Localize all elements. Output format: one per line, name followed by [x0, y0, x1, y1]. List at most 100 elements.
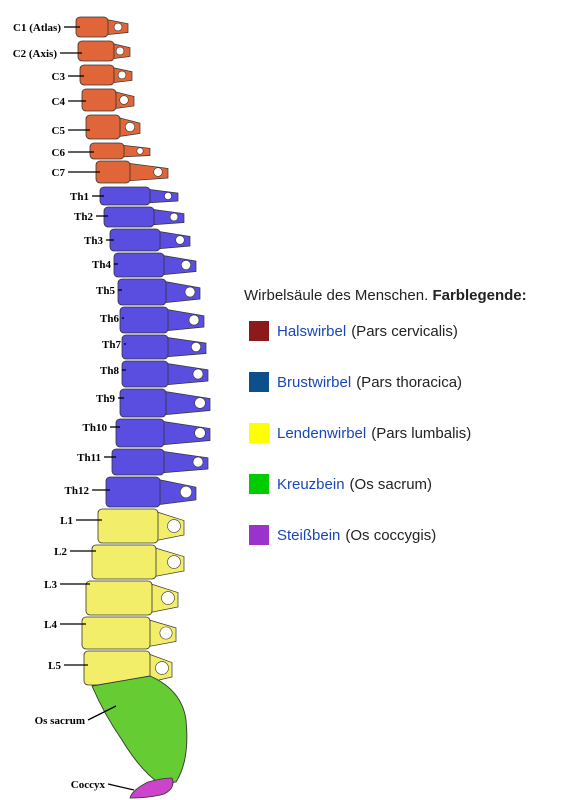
vertebra-th6: [119, 306, 205, 334]
legend-swatch-lendenwirbel: [249, 423, 269, 443]
legend-link-steissbein[interactable]: Steißbein: [277, 526, 341, 544]
legend-item-steissbein: Steißbein (Os coccygis): [249, 524, 436, 546]
label-leader-lines: [60, 26, 135, 791]
vertebra-l1-foramen: [167, 519, 181, 533]
vertebra-c4-label: C4: [52, 96, 66, 108]
vertebra-th8-label: Th8: [100, 365, 119, 377]
vertebra-l2-label: L2: [54, 546, 67, 558]
vertebra-c2-label: C2 (Axis): [13, 48, 58, 60]
vertebra-c1-label: C1 (Atlas): [13, 22, 61, 34]
legend-item-kreuzbein: Kreuzbein (Os sacrum): [249, 473, 432, 495]
legend-swatch-kreuzbein: [249, 474, 269, 494]
vertebra-th10-body: [115, 418, 165, 448]
coccyx-label: Coccyx: [71, 779, 106, 791]
vertebra-th3-process: [155, 230, 191, 250]
vertebra-th2-label: Th2: [74, 211, 93, 223]
vertebra-c4-body: [81, 88, 117, 112]
vertebra-c7-label: C7: [52, 167, 66, 179]
vertebra-c3: [79, 64, 133, 86]
vertebra-c6: [89, 142, 151, 160]
vertebra-th3-foramen: [175, 235, 185, 245]
vertebra-c5-label: C5: [52, 125, 66, 137]
legend-link-kreuzbein[interactable]: Kreuzbein: [277, 475, 345, 493]
vertebra-th6-body: [119, 306, 169, 334]
vertebra-c6-label: C6: [52, 147, 66, 159]
vertebra-c6-body: [89, 142, 125, 160]
vertebra-th8-foramen: [192, 368, 204, 380]
vertebra-c5: [85, 114, 141, 140]
legend-swatch-brustwirbel: [249, 372, 269, 392]
vertebra-c3-label: C3: [52, 71, 66, 83]
vertebra-th7-foramen: [191, 342, 201, 352]
vertebra-l4-foramen: [159, 626, 173, 640]
legend-latin-lendenwirbel: (Pars lumbalis): [371, 424, 472, 442]
vertebra-l5-foramen: [155, 661, 169, 675]
vertebra-c6-foramen: [136, 147, 144, 155]
legend-link-lendenwirbel[interactable]: Lendenwirbel: [277, 424, 367, 442]
vertebra-th4-label: Th4: [92, 259, 111, 271]
coccyx-leader: [107, 783, 135, 791]
vertebra-th5-foramen: [184, 286, 196, 298]
vertebra-th11-foramen: [192, 456, 204, 468]
vertebra-th11: [111, 448, 209, 476]
vertebra-th8-body: [121, 360, 169, 388]
vertebra-l2-foramen: [167, 555, 181, 569]
vertebra-c4: [81, 88, 135, 112]
vertebra-c2-body: [77, 40, 115, 62]
legend-item-lendenwirbel: Lendenwirbel (Pars lumbalis): [249, 422, 471, 444]
vertebra-th7-body: [121, 334, 169, 360]
vertebra-th11-label: Th11: [77, 452, 101, 464]
vertebra-l3-foramen: [161, 591, 175, 605]
vertebra-l4: [81, 616, 177, 650]
legend-swatch-steissbein: [249, 525, 269, 545]
vertebra-th3-body: [109, 228, 161, 252]
vertebra-th9-body: [119, 388, 167, 418]
legend-link-brustwirbel[interactable]: Brustwirbel: [277, 373, 352, 391]
vertebra-th9-foramen: [194, 397, 206, 409]
vertebra-th4-foramen: [181, 260, 191, 270]
vertebra-th4: [113, 252, 197, 278]
vertebra-l5-label: L5: [48, 660, 61, 672]
vertebra-th12-label: Th12: [65, 485, 90, 497]
vertebra-th11-body: [111, 448, 165, 476]
legend-item-brustwirbel: Brustwirbel (Pars thoracica): [249, 371, 462, 393]
vertebra-th2-body: [103, 206, 155, 228]
vertebra-c1-foramen: [113, 22, 123, 32]
vertebra-th12-foramen: [179, 485, 193, 499]
vertebra-th8: [121, 360, 209, 388]
vertebra-th2-foramen: [169, 212, 179, 222]
vertebra-l1: [97, 508, 185, 544]
vertebra-c5-body: [85, 114, 121, 140]
legend-link-halswirbel[interactable]: Halswirbel: [277, 322, 347, 340]
legend-item-halswirbel: Halswirbel (Pars cervicalis): [249, 320, 458, 342]
vertebra-th1: [99, 186, 179, 206]
vertebra-c4-foramen: [119, 95, 129, 105]
sacrum-leader: [87, 705, 117, 721]
vertebra-c7-body: [95, 160, 131, 184]
vertebra-c5-foramen: [125, 122, 135, 132]
vertebra-th7: [121, 334, 207, 360]
vertebra-l3-body: [85, 580, 153, 616]
vertebra-th5-body: [117, 278, 167, 306]
legend-latin-halswirbel: (Pars cervicalis): [351, 322, 458, 340]
vertebra-c7: [95, 160, 169, 184]
vertebra-th5-label: Th5: [96, 285, 115, 297]
vertebra-l4-body: [81, 616, 151, 650]
legend-title: Wirbelsäule des Menschen. Farblegende:: [244, 286, 587, 306]
vertebra-labels: C1 (Atlas)C2 (Axis)C3C4C5C6C7Th1Th2Th3Th…: [13, 22, 122, 791]
legend-title-prefix: Wirbelsäule des Menschen.: [244, 287, 429, 304]
vertebra-l3: [85, 580, 179, 616]
sacrum-label: Os sacrum: [35, 715, 85, 727]
vertebra-c3-foramen: [117, 70, 127, 80]
color-legend: Wirbelsäule des Menschen. Farblegende: H…: [244, 286, 587, 545]
vertebra-l3-label: L3: [44, 579, 57, 591]
vertebra-l2: [91, 544, 185, 580]
vertebra-c3-body: [79, 64, 115, 86]
vertebra-th9: [119, 388, 211, 418]
vertebra-c2: [77, 40, 131, 62]
vertebra-th1-process: [145, 188, 179, 204]
vertebra-th1-label: Th1: [70, 191, 89, 203]
legend-swatch-halswirbel: [249, 321, 269, 341]
coccyx-shape: [129, 777, 174, 799]
